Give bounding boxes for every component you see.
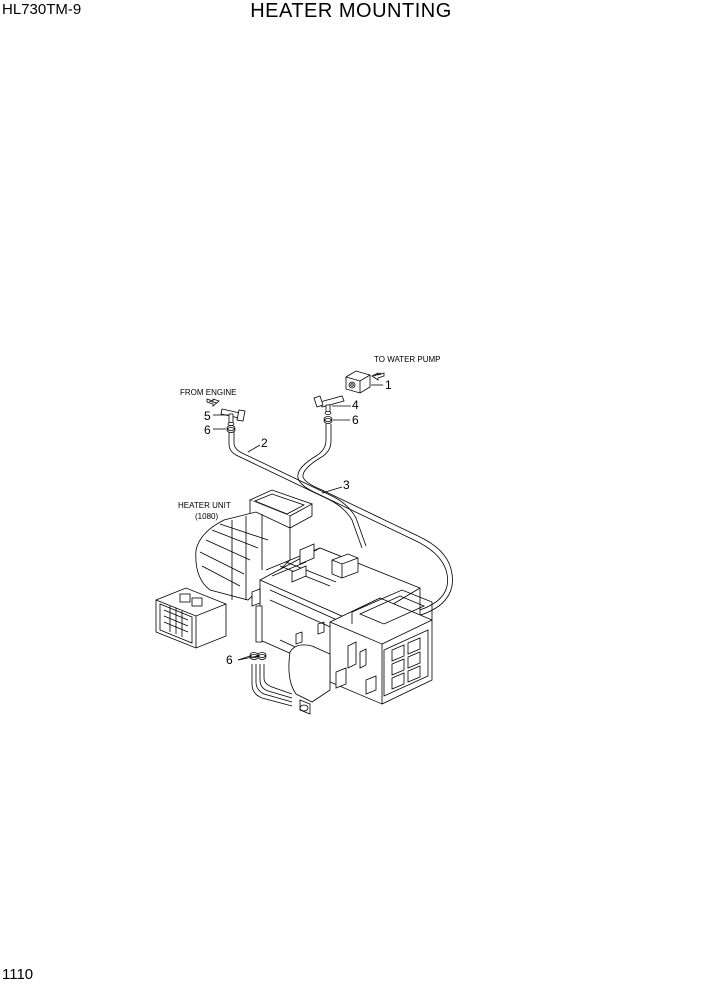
callout-3: 3: [343, 478, 350, 492]
callout-2: 2: [261, 436, 268, 450]
label-to-water-pump: TO WATER PUMP: [374, 355, 441, 364]
model-code: HL730TM-9: [2, 1, 82, 18]
part-3-hose: [297, 424, 453, 618]
callout-6-left: 6: [204, 423, 211, 437]
part-1-valve-block: [345, 370, 371, 394]
part-5-fitting: [220, 408, 246, 426]
leader-line: [247, 444, 261, 453]
callout-5: 5: [204, 409, 211, 423]
heater-unit: [155, 489, 433, 715]
callout-1: 1: [385, 378, 392, 392]
callout-4: 4: [352, 398, 359, 412]
page-title: HEATER MOUNTING: [250, 0, 452, 22]
leader-line: [237, 655, 259, 661]
part-6-hose-clamp: [226, 425, 236, 433]
page-number: 1110: [2, 966, 34, 983]
part-2-hose: [228, 432, 367, 549]
callout-6-bottom: 6: [226, 653, 233, 667]
label-heater-unit: HEATER UNIT: [178, 501, 231, 510]
label-heater-unit-ref: (1080): [195, 512, 218, 521]
lower-hoses: [251, 664, 293, 707]
callout-6-right: 6: [352, 413, 359, 427]
part-4-fitting: [313, 395, 345, 415]
part-6-hose-clamp: [323, 416, 333, 424]
flow-arrow-icon: [206, 398, 220, 407]
label-from-engine: FROM ENGINE: [180, 388, 236, 397]
flow-arrow-icon: [371, 372, 385, 381]
leader-line: [321, 486, 343, 494]
